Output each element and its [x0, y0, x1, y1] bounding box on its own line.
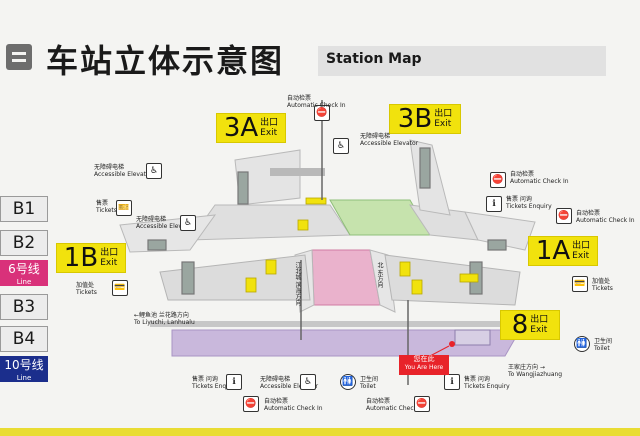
you-are-here-badge: 您在此 You Are Here — [399, 355, 449, 375]
kiosk-markers — [245, 197, 479, 295]
b1-left — [189, 204, 351, 241]
page-title-en: Station Map — [326, 51, 422, 67]
floor-b2: B2 — [0, 230, 48, 256]
topup-icon: 💳 — [572, 276, 588, 292]
page-title: 车站立体示意图 — [46, 42, 285, 80]
ticket-gate-icon: ⛔ — [314, 105, 330, 121]
title-bar — [318, 46, 606, 76]
elevator-icon: ♿ — [300, 374, 316, 390]
ticket-enquiry-icon: ℹ — [226, 374, 242, 390]
ticket-gate-icon: ⛔ — [490, 172, 506, 188]
floor-b3: B3 — [0, 294, 48, 320]
ticket-gate-icon: ⛔ — [556, 208, 572, 224]
bottom-stripe — [0, 428, 640, 436]
topup-icon: 💳 — [112, 280, 128, 296]
ticket-gate-icon: ⛔ — [243, 396, 259, 412]
ticket-machine-icon: 🎫 — [116, 200, 132, 216]
exit8-stair-base — [454, 329, 491, 346]
elevator-icon: ♿ — [146, 163, 162, 179]
you-are-here-dot — [449, 341, 455, 347]
you-are-here-pointer — [429, 345, 450, 357]
floor-b4: B4 — [0, 326, 48, 352]
label-stair-right: 北 东方向 — [376, 262, 383, 288]
corridor-1a — [464, 211, 536, 251]
ticket-enquiry-icon: ℹ — [486, 196, 502, 212]
toilet-icon: 🚻 — [340, 374, 356, 390]
toilet-icon: 🚻 — [574, 336, 590, 352]
floor-b1: B1 — [0, 196, 48, 222]
station-map-icon — [6, 44, 32, 70]
label-direction-right: 王家庄方向 →To Wangjiazhuang — [508, 364, 563, 378]
label-stair-left: 江北城 滨海方向 — [294, 262, 301, 306]
ticket-gate-icon: ⛔ — [414, 396, 430, 412]
elevator-icon: ♿ — [180, 215, 196, 231]
line10-platform — [171, 329, 521, 357]
ticket-enquiry-icon: ℹ — [444, 374, 460, 390]
line6-platform — [311, 249, 381, 306]
elevator-icon: ♿ — [333, 138, 349, 154]
